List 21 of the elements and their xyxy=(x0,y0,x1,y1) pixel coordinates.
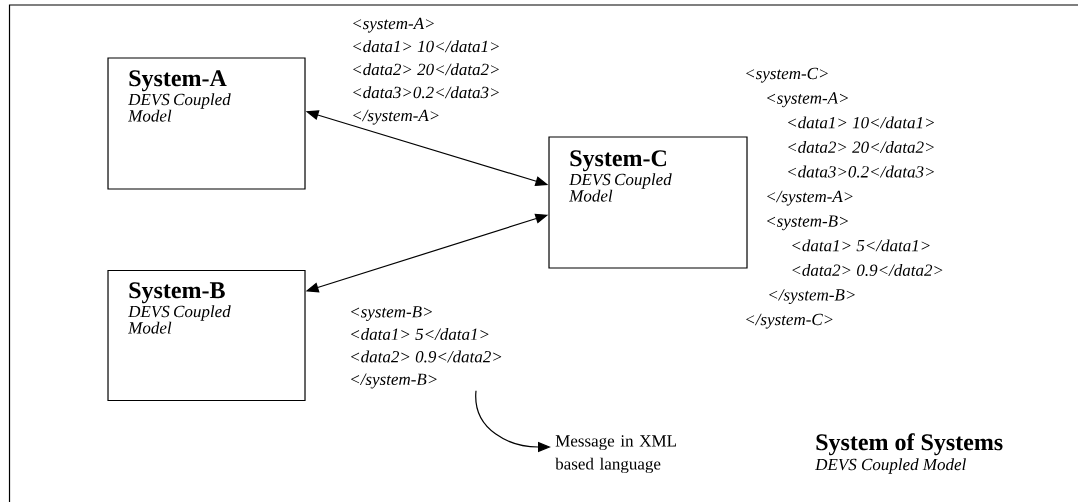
xml-line: </system-A> xyxy=(353,109,439,125)
xml-line: </system-C> xyxy=(746,313,833,329)
system-box: System-A DEVS Coupled Model xyxy=(107,57,306,190)
xml-message: <system-B> <data1> 5</data1> <data2> 0.9</data2> </system-B> xyxy=(351,306,502,389)
xml-line: <data3>0.2</data3> xyxy=(788,165,934,178)
xml-line: <data1> 10</data1> xyxy=(788,116,934,129)
system-box: System-C DEVS Coupled Model xyxy=(548,136,748,269)
note-text: Message in XML based language xyxy=(555,435,676,474)
xml-line: </system-A> xyxy=(767,190,853,206)
xml-line: <data1> 10</data1> xyxy=(353,40,499,53)
xml-line: <data2> 20</data2> xyxy=(353,63,499,76)
xml-line: <data3>0.2</data3> xyxy=(353,86,499,99)
xml-line: <system-A> xyxy=(767,92,848,108)
xml-line: <system-A> xyxy=(353,17,434,33)
xml-line: <data2> 20</data2> xyxy=(788,141,934,153)
system-box: System-B DEVS Coupled Model xyxy=(107,269,306,402)
xml-line: </system-B> xyxy=(769,289,855,305)
xml-line: <system-B> xyxy=(767,215,848,231)
xml-line: <data1> 5</data1> xyxy=(792,239,930,252)
xml-line: <system-C> xyxy=(746,67,828,83)
xml-line: <data2> 0.9</data2> xyxy=(792,264,943,277)
